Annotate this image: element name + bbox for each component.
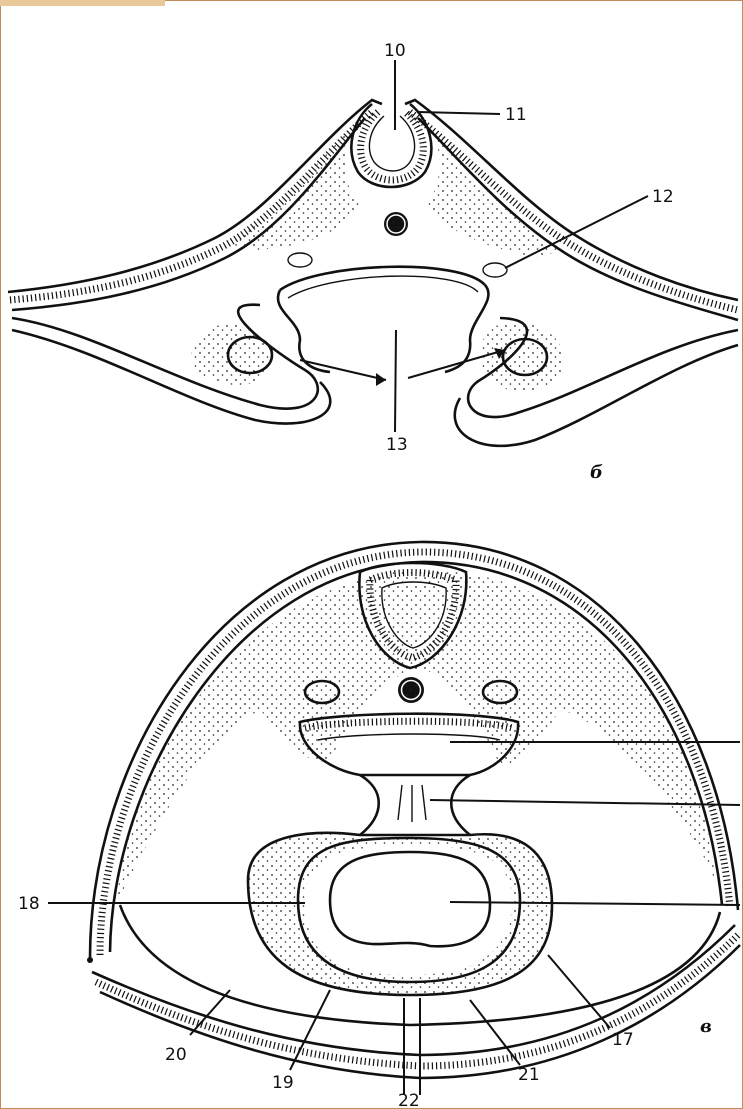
leader-13 bbox=[395, 330, 396, 432]
leader-21 bbox=[470, 1000, 520, 1065]
top-ectoderm-layer bbox=[10, 112, 738, 310]
top-somite-left bbox=[288, 253, 312, 267]
top-mesoderm-right bbox=[425, 128, 560, 258]
label-18: 18 bbox=[18, 894, 40, 914]
top-gut-roof bbox=[280, 267, 485, 290]
top-ectoderm-inner bbox=[12, 118, 738, 320]
leader-top-right-3 bbox=[450, 902, 740, 905]
section-letter-v: в bbox=[700, 1016, 712, 1037]
bottom-stalk-right bbox=[451, 775, 470, 835]
bottom-mesoderm bbox=[118, 570, 715, 900]
label-21: 21 bbox=[518, 1065, 540, 1085]
bottom-section: 18 17 20 19 21 22 в bbox=[18, 542, 740, 1109]
section-letter-b: б bbox=[590, 462, 603, 483]
label-17: 17 bbox=[612, 1030, 634, 1050]
leader-19 bbox=[290, 990, 330, 1070]
label-22: 22 bbox=[398, 1091, 420, 1109]
bottom-gut-lumen bbox=[330, 852, 490, 946]
top-somite-right bbox=[483, 263, 507, 277]
label-10: 10 bbox=[384, 41, 406, 61]
leader-17 bbox=[548, 955, 610, 1028]
bottom-amnion-layer bbox=[96, 935, 738, 1066]
label-12: 12 bbox=[652, 187, 674, 207]
label-20: 20 bbox=[165, 1045, 187, 1065]
top-mesoderm-left bbox=[228, 128, 360, 250]
bottom-coelom-right bbox=[410, 912, 720, 1025]
leader-11 bbox=[418, 112, 500, 114]
neural-tube-lumen bbox=[369, 116, 414, 171]
label-19: 19 bbox=[272, 1073, 294, 1093]
top-gut-roof-inner bbox=[288, 276, 478, 298]
bottom-stalk-left bbox=[360, 775, 379, 835]
top-section: 10 11 12 13 б bbox=[8, 41, 738, 483]
top-gut-wall-left bbox=[278, 290, 330, 372]
label-13: 13 bbox=[386, 435, 408, 455]
label-11: 11 bbox=[505, 105, 527, 125]
